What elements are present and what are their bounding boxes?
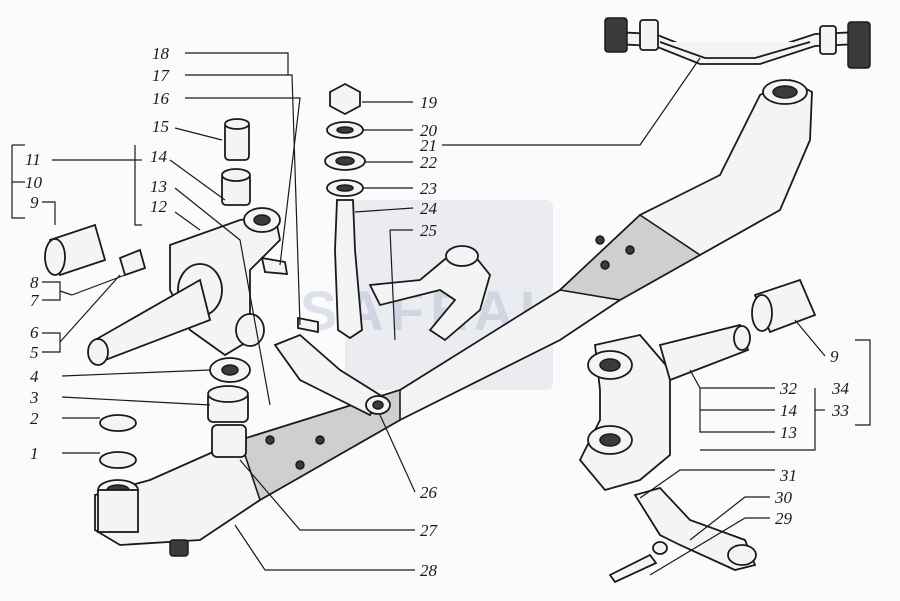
steering-arm <box>273 333 391 417</box>
label-28: 28 <box>420 561 438 580</box>
label-22: 22 <box>420 153 438 172</box>
label-5: 5 <box>30 343 39 362</box>
label-1: 1 <box>30 444 39 463</box>
label-4: 4 <box>30 367 39 386</box>
left-steering-knuckle <box>87 207 281 366</box>
label-12: 12 <box>150 197 168 216</box>
label-29: 29 <box>775 509 793 528</box>
label-30: 30 <box>774 488 793 507</box>
label-14-right: 14 <box>780 401 798 420</box>
right-steering-knuckle <box>578 278 817 492</box>
label-18: 18 <box>152 44 170 63</box>
label-23: 23 <box>420 179 437 198</box>
label-15: 15 <box>152 117 169 136</box>
label-32: 32 <box>779 379 798 398</box>
label-33: 33 <box>831 401 849 420</box>
tie-rod <box>604 17 871 69</box>
label-13-right: 13 <box>780 423 797 442</box>
label-27: 27 <box>420 521 439 540</box>
leader-lines <box>11 52 871 576</box>
right-lower-arm <box>608 486 757 584</box>
label-21: 21 <box>420 136 437 155</box>
label-25: 25 <box>420 221 437 240</box>
label-17: 17 <box>152 66 171 85</box>
label-20: 20 <box>420 121 438 140</box>
label-7: 7 <box>30 291 40 310</box>
center-parts <box>324 82 491 342</box>
label-10: 10 <box>25 173 43 192</box>
label-16: 16 <box>152 89 170 108</box>
label-9-left: 9 <box>30 193 39 212</box>
label-11: 11 <box>25 150 41 169</box>
label-6: 6 <box>30 323 39 342</box>
axle-beam <box>94 78 813 557</box>
label-19: 19 <box>420 93 438 112</box>
label-8: 8 <box>30 273 39 292</box>
label-9-right: 9 <box>830 347 839 366</box>
label-2: 2 <box>30 409 39 428</box>
part-labels: 1 2 3 4 5 6 7 8 9 10 11 12 13 14 15 16 1… <box>25 44 850 580</box>
label-24: 24 <box>420 199 438 218</box>
label-3: 3 <box>29 388 39 407</box>
label-13-left: 13 <box>150 177 167 196</box>
label-34: 34 <box>831 379 850 398</box>
label-14-left: 14 <box>150 147 168 166</box>
label-26: 26 <box>420 483 438 502</box>
label-31: 31 <box>779 466 797 485</box>
left-small-parts <box>44 118 319 469</box>
